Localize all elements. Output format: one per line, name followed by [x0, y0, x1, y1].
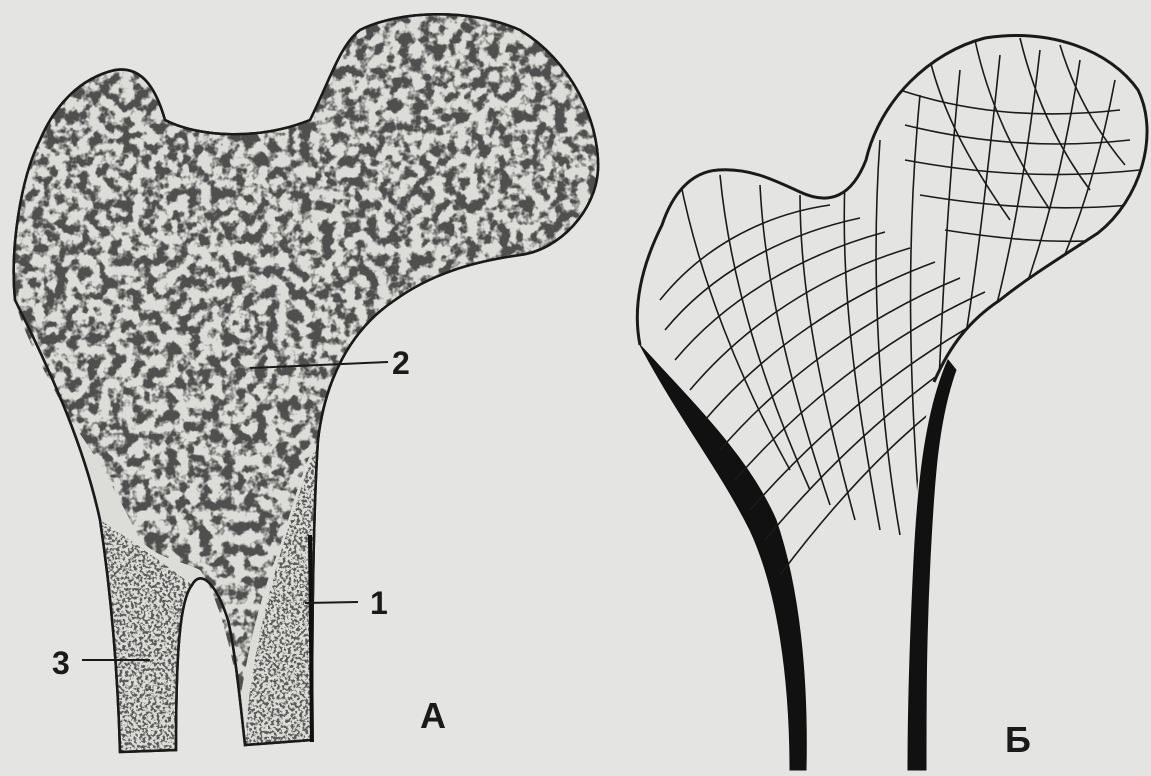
- panel-label-b: Б: [1005, 719, 1031, 760]
- head-arc-lines: [900, 38, 1140, 241]
- femur-section-a: 2 1 3 А: [14, 14, 598, 752]
- panel-label-a: А: [420, 695, 446, 736]
- label-3: 3: [52, 645, 70, 681]
- leader-line-1: [305, 602, 358, 603]
- cortex-right: [908, 360, 956, 770]
- femur-schema-b: Б: [637, 36, 1147, 770]
- label-2: 2: [392, 345, 410, 381]
- cortex-left: [640, 345, 806, 770]
- cut-edge-line: [310, 535, 312, 742]
- label-1: 1: [370, 585, 388, 621]
- femur-b-outline: [637, 36, 1147, 382]
